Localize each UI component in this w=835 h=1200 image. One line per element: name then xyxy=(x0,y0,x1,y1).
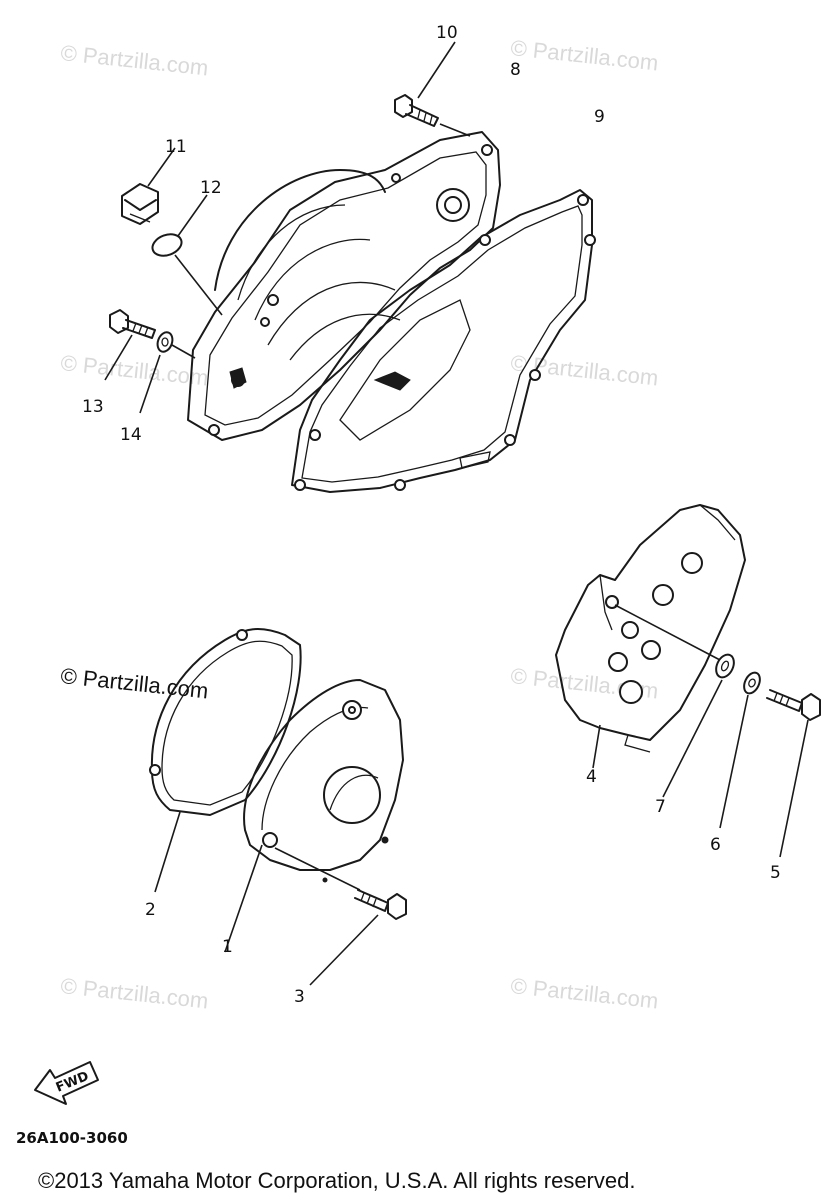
label-part-8: 8 xyxy=(510,60,521,80)
washer-part-6 xyxy=(719,671,761,829)
plug-part-11 xyxy=(121,147,176,225)
label-part-7: 7 xyxy=(655,797,666,817)
watermark-dark: © Partzilla.com xyxy=(59,663,209,703)
label-part-9: 9 xyxy=(594,107,605,127)
guard-plate-part-4 xyxy=(555,504,746,769)
bolt-part-3 xyxy=(309,889,407,986)
watermark: © Partzilla.com xyxy=(509,973,659,1013)
bolt-part-5 xyxy=(766,689,821,858)
drawing-code: 26A100-3060 xyxy=(16,1129,128,1147)
label-part-2: 2 xyxy=(145,900,156,920)
cover-gasket-part-2 xyxy=(149,628,302,893)
washer-part-14 xyxy=(139,331,196,414)
washer-part-7 xyxy=(662,653,735,798)
watermark: © Partzilla.com xyxy=(59,973,209,1013)
crankcase-cover-part-8 xyxy=(187,131,501,441)
o-ring-part-12 xyxy=(151,194,223,316)
watermark: © Partzilla.com xyxy=(59,40,209,80)
watermark: © Partzilla.com xyxy=(509,35,659,75)
label-part-11: 11 xyxy=(165,137,187,157)
watermark: © Partzilla.com xyxy=(59,350,209,390)
label-part-14: 14 xyxy=(120,425,142,445)
label-part-13: 13 xyxy=(82,397,104,417)
copyright-notice: ©2013 Yamaha Motor Corporation, U.S.A. A… xyxy=(38,1168,635,1193)
bolt-part-13 xyxy=(104,309,156,381)
gasket-part-9 xyxy=(291,189,596,493)
magneto-cover-part-1 xyxy=(224,679,404,953)
label-part-12: 12 xyxy=(200,178,222,198)
watermark-layer: © Partzilla.com © Partzilla.com © Partzi… xyxy=(59,35,659,1013)
part-labels: 10 8 9 11 12 13 14 4 7 6 5 2 1 3 xyxy=(82,23,781,1007)
label-part-3: 3 xyxy=(294,987,305,1007)
fwd-direction-arrow: FWD xyxy=(34,1061,99,1105)
label-part-6: 6 xyxy=(710,835,721,855)
bolt-part-10 xyxy=(394,41,471,137)
label-part-5: 5 xyxy=(770,863,781,883)
label-part-10: 10 xyxy=(436,23,458,43)
label-part-4: 4 xyxy=(586,767,597,787)
label-part-1: 1 xyxy=(222,937,233,957)
